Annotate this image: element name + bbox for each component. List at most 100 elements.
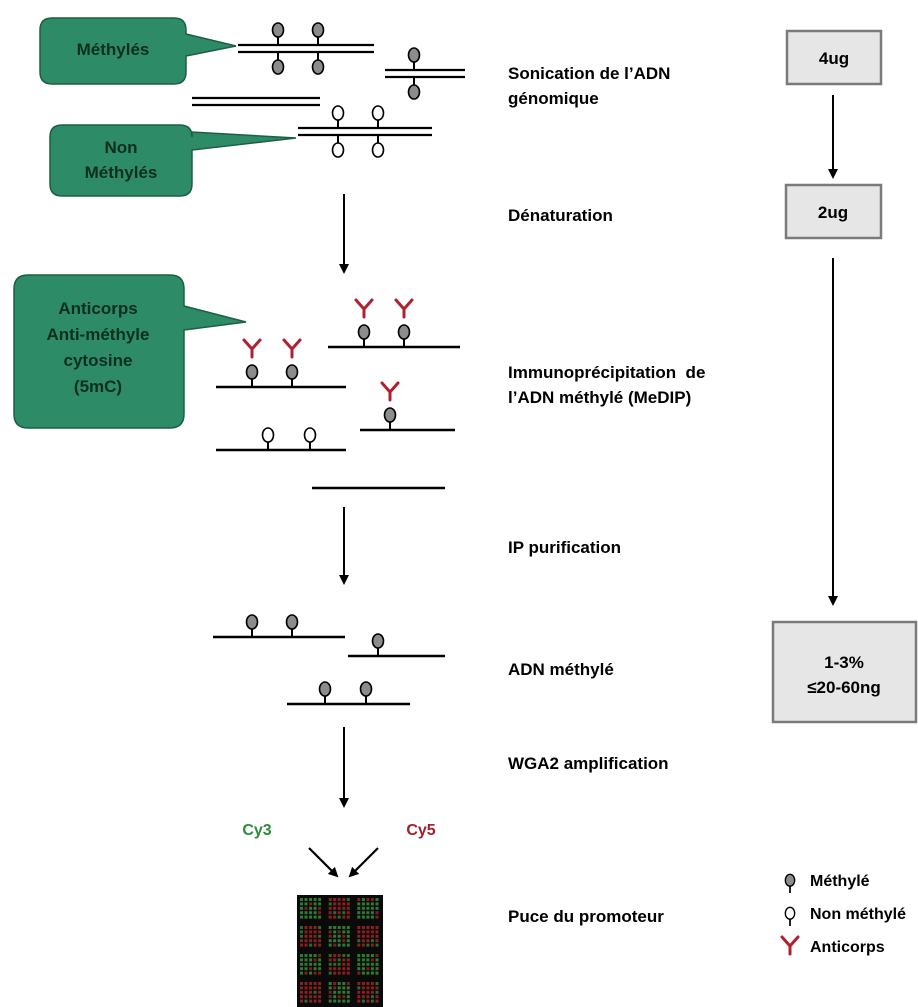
chip-spot	[375, 995, 379, 999]
immunoprecipitation-illustration	[216, 298, 460, 490]
chip-spot	[313, 939, 317, 943]
chip-spot	[357, 943, 361, 947]
chip-spot	[309, 926, 313, 929]
chip-spot	[361, 986, 365, 990]
chip-spot	[300, 902, 303, 906]
chip-spot	[309, 906, 313, 910]
chip-spot	[313, 995, 317, 999]
callout-unmethylated-line1: Non	[104, 138, 137, 157]
chip-spot	[361, 999, 365, 1003]
chip-spot	[375, 915, 379, 919]
chip-spot	[300, 958, 303, 962]
callout-unmethylated: Non Méthylés	[49, 124, 297, 197]
step-ip-purification: IP purification	[508, 538, 621, 557]
chip-spot	[361, 934, 365, 938]
chip-spot	[357, 911, 361, 915]
chip-spot	[337, 986, 341, 990]
chip-spot	[366, 930, 370, 934]
chip-spot	[300, 898, 303, 901]
chip-spot	[318, 995, 322, 999]
chip-spot	[304, 982, 308, 985]
chip-spot	[304, 962, 308, 966]
chip-spot	[366, 934, 370, 938]
step-methylated-dna: ADN méthylé	[508, 660, 614, 679]
chip-spot	[366, 915, 370, 919]
chip-spot	[304, 986, 308, 990]
legend-antibody-icon	[780, 935, 800, 956]
chip-spot	[337, 915, 341, 919]
chip-spot	[357, 902, 361, 906]
chip-spot	[366, 990, 370, 994]
chip-spot	[361, 971, 365, 975]
chip-spot	[309, 995, 313, 999]
chip-spot	[375, 939, 379, 943]
chip-spot	[346, 990, 350, 994]
chip-spot	[346, 939, 350, 943]
chip-spot	[328, 962, 332, 966]
chip-spot	[357, 898, 361, 901]
callout-antibody: Anticorps Anti-méthyle cytosine (5mC)	[13, 274, 247, 429]
chip-spot	[318, 939, 322, 943]
chip-spot	[333, 995, 337, 999]
chip-spot	[342, 898, 346, 901]
chip-spot	[366, 911, 370, 915]
chip-spot	[337, 911, 341, 915]
legend-methylated-icon	[784, 873, 796, 894]
chip-spot	[313, 990, 317, 994]
chip-spot	[309, 958, 313, 962]
chip-spot	[375, 926, 379, 929]
chip-spot	[318, 990, 322, 994]
chip-spot	[304, 934, 308, 938]
chip-spot	[313, 902, 317, 906]
chip-spot	[346, 906, 350, 910]
chip-spot	[318, 954, 322, 957]
chip-spot	[375, 930, 379, 934]
chip-spot	[342, 999, 346, 1003]
chip-spot	[300, 911, 303, 915]
chip-spot	[328, 971, 332, 975]
chip-spot	[337, 939, 341, 943]
chip-spot	[361, 982, 365, 985]
legend: Méthylé Non méthylé Anticorps	[780, 873, 906, 956]
quantity-yield-line2: ≤20-60ng	[807, 678, 881, 697]
chip-spot	[361, 906, 365, 910]
chip-spot	[309, 939, 313, 943]
chip-spot	[300, 962, 303, 966]
cy5-arrow	[348, 847, 379, 878]
chip-spot	[375, 982, 379, 985]
chip-spot	[366, 902, 370, 906]
chip-spot	[366, 958, 370, 962]
chip-spot	[361, 930, 365, 934]
chip-spot	[333, 906, 337, 910]
quantity-box-yield: 1-3% ≤20-60ng	[771, 620, 918, 724]
chip-spot	[313, 971, 317, 975]
chip-spot	[313, 898, 317, 901]
chip-spot	[309, 943, 313, 947]
chip-spot	[342, 986, 346, 990]
chip-spot	[366, 986, 370, 990]
chip-spot	[361, 943, 365, 947]
chip-spot	[346, 926, 350, 929]
chip-spot	[318, 906, 322, 910]
chip-spot	[342, 971, 346, 975]
legend-unmethylated-icon	[784, 906, 796, 927]
chip-spot	[366, 954, 370, 957]
chip-spot	[318, 986, 322, 990]
chip-spot	[342, 906, 346, 910]
chip-spot	[318, 967, 322, 971]
chip-spot	[370, 990, 374, 994]
chip-spot	[346, 911, 350, 915]
chip-spot	[361, 962, 365, 966]
chip-spot	[328, 939, 332, 943]
chip-spot	[337, 967, 341, 971]
chip-spot	[361, 915, 365, 919]
chip-spot	[357, 958, 361, 962]
chip-spot	[300, 999, 303, 1003]
chip-spot	[370, 943, 374, 947]
chip-spot	[366, 939, 370, 943]
chip-spot	[375, 967, 379, 971]
chip-spot	[313, 967, 317, 971]
chip-spot	[333, 982, 337, 985]
chip-spot	[361, 954, 365, 957]
chip-spot	[346, 982, 350, 985]
